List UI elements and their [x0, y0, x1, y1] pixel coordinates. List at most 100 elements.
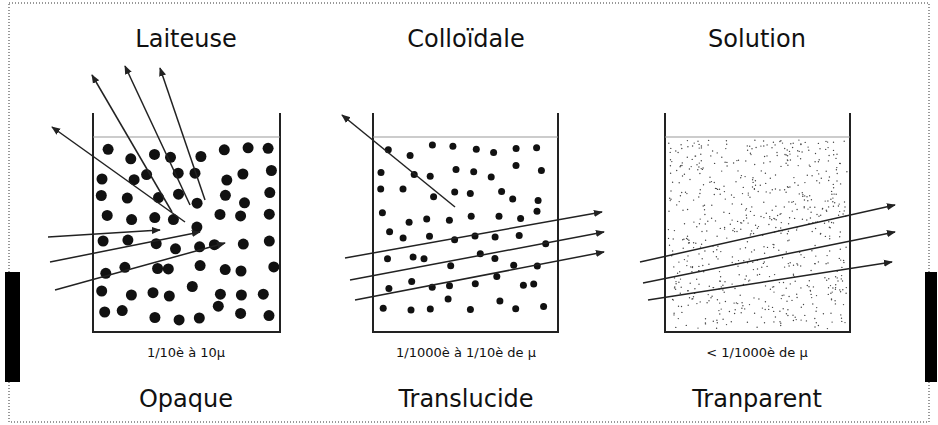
particle [705, 318, 706, 319]
particle [704, 209, 705, 210]
particle [712, 287, 713, 288]
particle [841, 267, 842, 268]
particle [713, 287, 714, 288]
particle [769, 216, 770, 217]
particle [421, 255, 428, 262]
particle [682, 210, 683, 211]
particle [530, 281, 537, 288]
particle [734, 231, 735, 232]
particle [722, 285, 723, 286]
particle [760, 216, 761, 217]
particle [741, 312, 742, 313]
particle [792, 147, 793, 148]
particle [687, 290, 688, 291]
particle [675, 327, 676, 328]
particle [768, 305, 769, 306]
particle [698, 166, 699, 167]
particle [773, 291, 774, 292]
particle [743, 187, 744, 188]
particle [102, 210, 113, 221]
particle [815, 228, 816, 229]
particle [816, 214, 817, 215]
particle [831, 191, 832, 192]
particle [720, 251, 721, 252]
particle [752, 182, 753, 183]
particle [797, 264, 798, 265]
particle [749, 258, 750, 259]
particle [738, 160, 739, 161]
particle [750, 153, 751, 154]
ray [55, 243, 225, 290]
particle [400, 186, 407, 193]
particle [750, 233, 751, 234]
particle [726, 165, 727, 166]
particle [814, 245, 815, 246]
particle [811, 250, 812, 251]
particle [790, 159, 791, 160]
particle [723, 212, 724, 213]
particle [694, 155, 695, 156]
particle [790, 283, 791, 284]
particle [677, 152, 678, 153]
particle [679, 166, 680, 167]
particle [754, 215, 755, 216]
particle [773, 244, 774, 245]
particle [688, 242, 689, 243]
particle [780, 213, 781, 214]
particle [696, 279, 697, 280]
particle [786, 251, 787, 252]
particle [689, 242, 690, 243]
particle [407, 152, 414, 159]
particle [809, 166, 810, 167]
particle [733, 302, 734, 303]
particle [754, 313, 755, 314]
particle [700, 301, 701, 302]
particle [493, 273, 500, 280]
particle [761, 170, 762, 171]
particle [757, 228, 758, 229]
particle [818, 161, 819, 162]
particle [790, 262, 791, 263]
particle [687, 146, 688, 147]
particle [789, 153, 790, 154]
particle [840, 163, 841, 164]
particle [721, 157, 722, 158]
particle [99, 307, 110, 318]
particle [782, 295, 783, 296]
particle [764, 156, 765, 157]
particle [788, 296, 789, 297]
particle [813, 286, 814, 287]
particle [786, 288, 787, 289]
particle [731, 321, 732, 322]
particle [103, 144, 114, 155]
particle [749, 304, 750, 305]
particle [704, 250, 705, 251]
particle [717, 258, 718, 259]
particle [792, 210, 793, 211]
particle [820, 215, 821, 216]
particle [846, 171, 847, 172]
particle [801, 151, 802, 152]
ray [50, 232, 200, 262]
particle [717, 189, 718, 190]
particle [788, 201, 789, 202]
particle [747, 322, 748, 323]
particle [763, 145, 764, 146]
particle [804, 315, 805, 316]
particle [681, 312, 682, 313]
particle [708, 264, 709, 265]
particle [808, 286, 809, 287]
particle [811, 297, 812, 298]
particle [701, 244, 702, 245]
particle [798, 165, 799, 166]
particle [724, 191, 725, 192]
particle [814, 263, 815, 264]
particle [235, 308, 246, 319]
particle [410, 254, 417, 261]
particle [784, 206, 785, 207]
particle [831, 299, 832, 300]
particle [215, 209, 226, 220]
particle [736, 302, 737, 303]
particle [710, 155, 711, 156]
particle [787, 159, 788, 160]
